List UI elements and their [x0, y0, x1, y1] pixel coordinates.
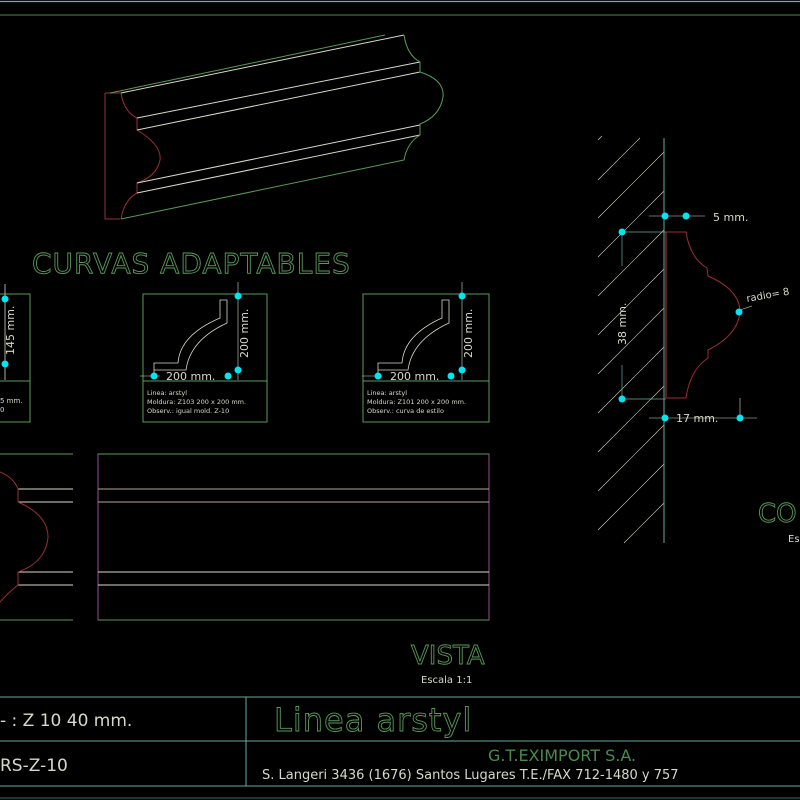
- card1-line-2: 5 mm.: [0, 397, 23, 405]
- dim-point: [234, 366, 242, 374]
- dim-point: [661, 212, 669, 220]
- card2-line-2: Moldura: Z103 200 x 200 mm.: [147, 398, 246, 406]
- curvas-title: CURVAS ADAPTABLES: [32, 247, 351, 280]
- vista-scale: Escala 1:1: [421, 675, 472, 686]
- corte-scale: Es: [788, 534, 800, 545]
- dim-point: [234, 292, 242, 300]
- title-block-address: S. Langeri 3436 (1676) Santos Lugares T.…: [262, 768, 679, 783]
- vista-title: VISTA: [411, 641, 485, 671]
- section-profile: [597, 135, 757, 544]
- title-block-code: RS-Z-10: [0, 756, 68, 776]
- card1-line-3: 0: [0, 406, 4, 414]
- dim-point: [150, 372, 158, 380]
- card3-dim-h: 200 mm.: [390, 370, 439, 383]
- dim-point: [224, 372, 232, 380]
- card3-line-1: Linea: arstyl: [367, 389, 407, 397]
- dim-point: [374, 372, 382, 380]
- section-dim-bottom: 17 mm.: [676, 412, 718, 425]
- card2-dim-v: 200 mm.: [238, 309, 251, 358]
- dim-point: [735, 308, 743, 316]
- molding-3d-view: [104, 34, 444, 220]
- section-radius: radio= 8: [746, 287, 791, 305]
- section-dim-height: 38 mm.: [616, 303, 629, 345]
- front-profile: [0, 453, 73, 621]
- dim-point: [458, 292, 466, 300]
- dim-point: [736, 414, 744, 422]
- title-block: [0, 696, 800, 799]
- dim-point: [661, 414, 669, 422]
- vista-view: [97, 453, 490, 621]
- section-dim-top: 5 mm.: [713, 211, 748, 224]
- card3-dim-v: 200 mm.: [462, 309, 475, 358]
- dim-point: [618, 228, 626, 236]
- card2-line-3: Observ.: igual mold. Z-10: [147, 407, 229, 415]
- card2-dim-h: 200 mm.: [166, 370, 215, 383]
- dim-point: [682, 212, 690, 220]
- title-block-size: - : Z 10 40 mm.: [0, 711, 132, 731]
- curve-card-2: [140, 282, 268, 423]
- dim-point: [1, 360, 9, 368]
- card3-line-3: Observ.: curva de estilo: [367, 407, 444, 415]
- dim-point: [1, 295, 9, 303]
- card2-line-1: Linea: arstyl: [147, 389, 187, 397]
- corte-title: CO: [758, 499, 797, 529]
- title-block-company: G.T.EXIMPORT S.A.: [488, 746, 636, 765]
- dim-point: [447, 372, 455, 380]
- dim-point: [458, 366, 466, 374]
- curve-card-1: [0, 284, 31, 423]
- card1-dim-v: 145 mm.: [4, 306, 17, 355]
- curve-card-3: [362, 282, 490, 423]
- title-block-line-name: Linea arstyl: [274, 701, 472, 739]
- dim-point: [618, 395, 626, 403]
- card3-line-2: Moldura: Z101 200 x 200 mm.: [367, 398, 466, 406]
